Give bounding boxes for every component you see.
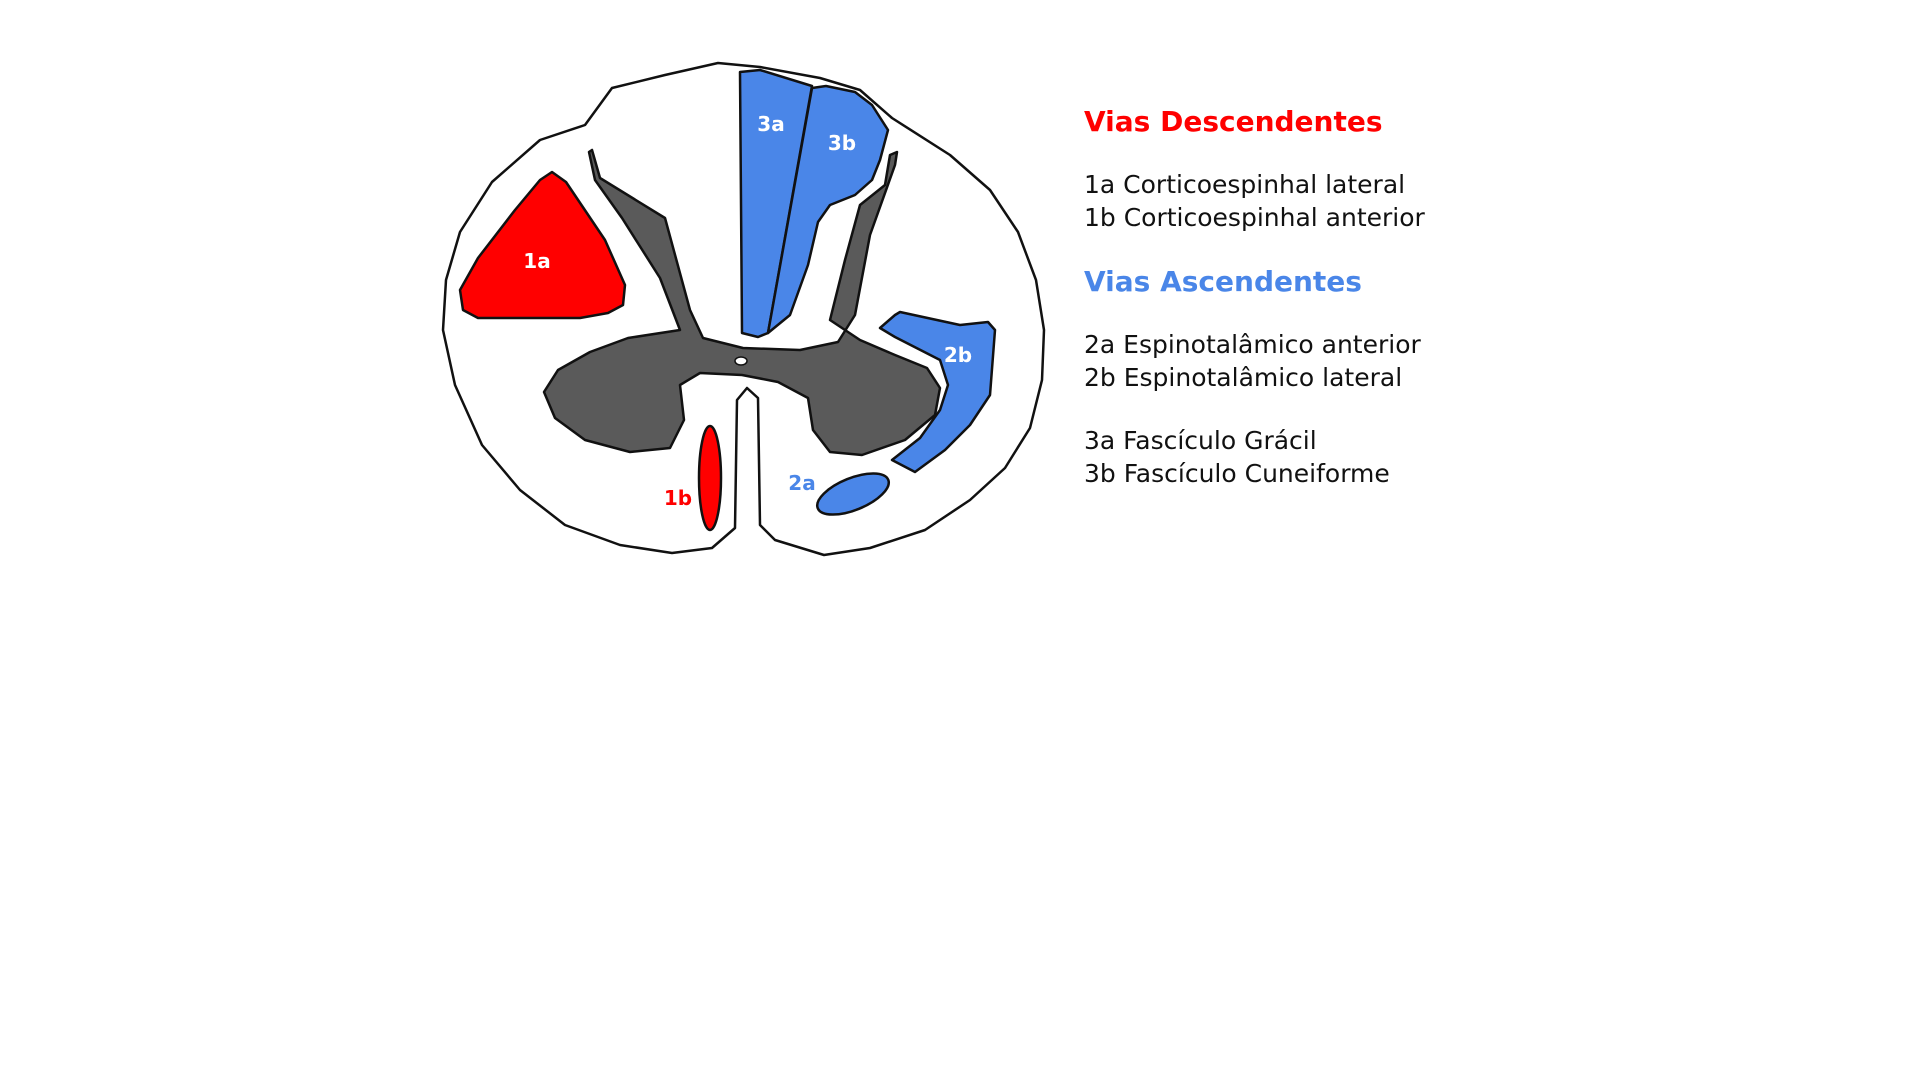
label-2b: 2b bbox=[944, 343, 972, 367]
legend-item-3b: 3b Fascículo Cuneiforme bbox=[1084, 457, 1644, 490]
region-1b bbox=[699, 426, 721, 530]
legend-group-descending: 1a Corticoespinhal lateral 1b Corticoesp… bbox=[1084, 168, 1644, 234]
legend-group-spinothalamic: 2a Espinotalâmico anterior 2b Espinotalâ… bbox=[1084, 328, 1644, 394]
label-3a: 3a bbox=[757, 112, 784, 136]
central-canal bbox=[735, 357, 747, 365]
label-2a: 2a bbox=[788, 471, 815, 495]
legend-item-1a: 1a Corticoespinhal lateral bbox=[1084, 168, 1644, 201]
legend-item-1b: 1b Corticoespinhal anterior bbox=[1084, 201, 1644, 234]
label-3b: 3b bbox=[828, 131, 856, 155]
label-1b: 1b bbox=[664, 486, 692, 510]
legend-item-3a: 3a Fascículo Grácil bbox=[1084, 424, 1644, 457]
legend-item-2a: 2a Espinotalâmico anterior bbox=[1084, 328, 1644, 361]
legend-item-2b: 2b Espinotalâmico lateral bbox=[1084, 361, 1644, 394]
legend-heading-descending: Vias Descendentes bbox=[1084, 104, 1644, 140]
legend-heading-ascending: Vias Ascendentes bbox=[1084, 264, 1644, 300]
label-1a: 1a bbox=[523, 249, 550, 273]
legend: Vias Descendentes 1a Corticoespinhal lat… bbox=[1084, 104, 1644, 520]
legend-group-fasciculus: 3a Fascículo Grácil 3b Fascículo Cuneifo… bbox=[1084, 424, 1644, 490]
